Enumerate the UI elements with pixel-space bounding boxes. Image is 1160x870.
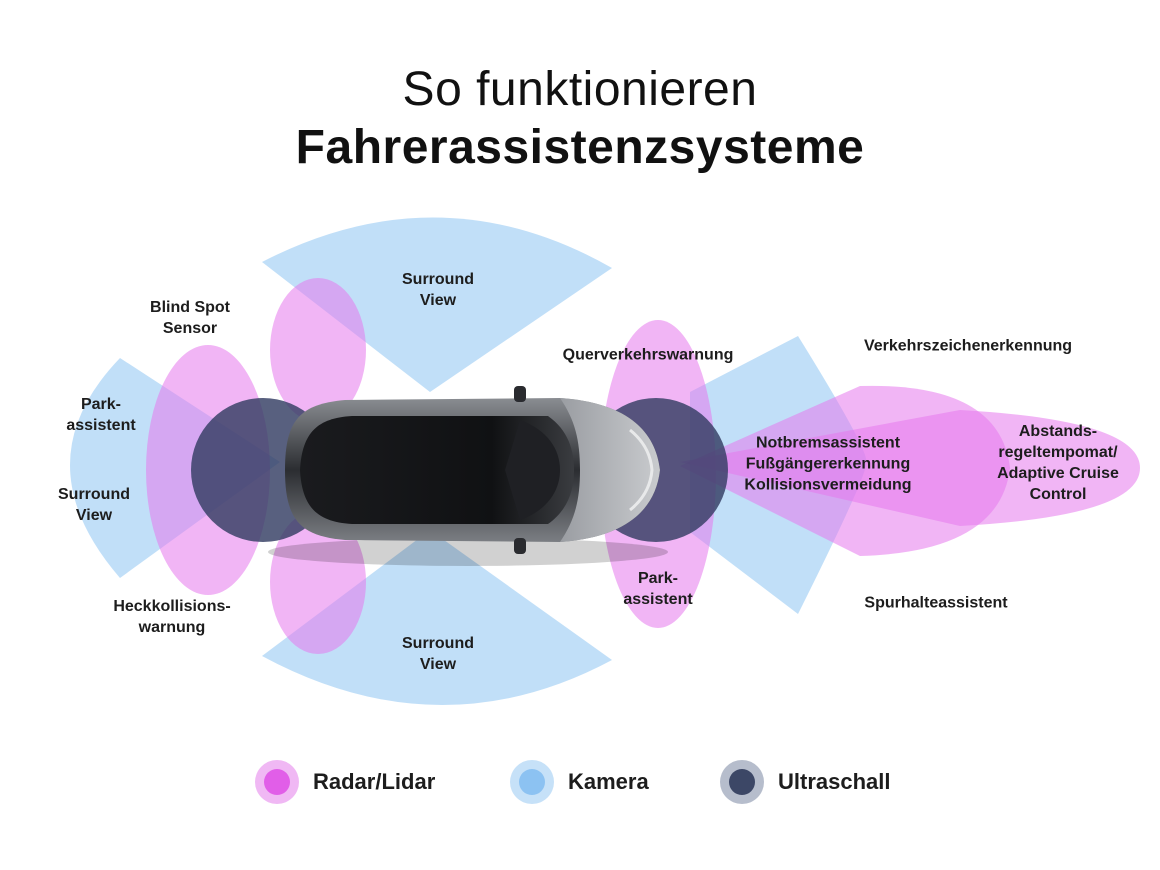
- label-surround-view-top: Surround View: [402, 271, 474, 309]
- legend-radar-lidar: Radar/Lidar: [255, 760, 435, 804]
- label-surround-view-bottom: Surround View: [402, 635, 474, 673]
- label-verkehrszeichenerkennung: Verkehrszeichenerkennung: [863, 337, 1073, 355]
- car-illustration: [268, 386, 668, 566]
- legend-ultrasonic-label: Ultraschall: [778, 769, 891, 794]
- legend-camera-swatch: [510, 760, 554, 804]
- radar-bottom-zone: [270, 510, 366, 654]
- legend-kamera: Kamera: [510, 760, 649, 804]
- label-abstandsregeltempomat: Abstands- regeltempomat/ Adaptive Cruise…: [997, 423, 1119, 503]
- label-park-assistent-left: Park- assistent: [66, 396, 136, 434]
- label-blind-spot-sensor: Blind Spot Sensor: [150, 299, 230, 337]
- title-line-1: So funktionieren: [402, 63, 758, 116]
- mid-range-radar-zone: [680, 385, 1010, 556]
- legend-ultraschall: Ultraschall: [720, 760, 891, 804]
- legend-radar-swatch: [255, 760, 299, 804]
- label-park-assistent-right: Park- assistent: [623, 570, 693, 608]
- legend-ultrasonic-swatch: [720, 760, 764, 804]
- title-line-2: Fahrerassistenzsysteme: [295, 121, 865, 174]
- label-heckkollisionswarnung: Heckkollisions- warnung: [113, 598, 231, 636]
- surround-view-top-zone: [262, 217, 612, 392]
- legend-radar-label: Radar/Lidar: [313, 769, 436, 794]
- label-surround-view-left: Surround View: [58, 486, 130, 524]
- label-spurhalteassistent: Spurhalteassistent: [864, 594, 1008, 612]
- legend-camera-label: Kamera: [568, 769, 649, 794]
- surround-view-bottom-zone: [262, 530, 612, 706]
- radar-top-zone: [270, 278, 366, 422]
- label-querverkehrswarnung: Querverkehrswarnung: [562, 346, 734, 364]
- label-notbremsassistent: Notbremsassistent Fußgängererkennung Kol…: [744, 434, 912, 494]
